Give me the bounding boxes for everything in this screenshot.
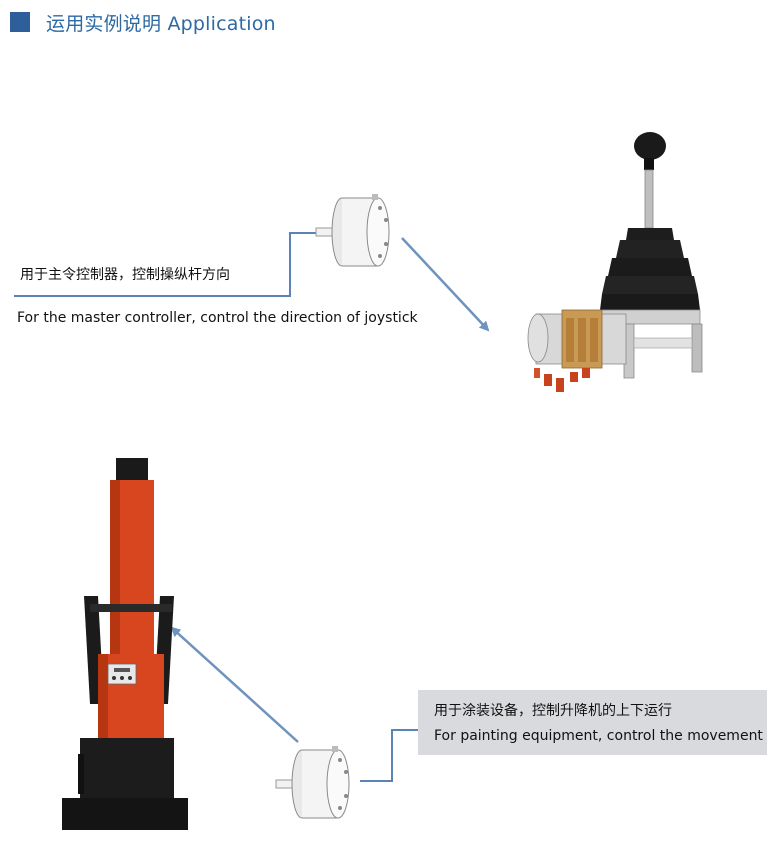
application-2-caption-box (418, 690, 767, 755)
section-title: 运用实例说明 Application (46, 12, 276, 35)
arrow-2 (170, 626, 299, 743)
joystick-controller-icon (527, 132, 703, 392)
header-square-icon (10, 12, 30, 32)
application-1-caption-cn: 用于主令控制器，控制操纵杆方向 (20, 267, 230, 283)
arrow-1 (401, 237, 490, 332)
application-2-caption-en: For painting equipment, control the move… (434, 728, 763, 744)
callout-line-1 (14, 232, 318, 297)
application-2-caption-cn: 用于涂装设备，控制升降机的上下运行 (434, 703, 672, 719)
callout-line-2 (360, 729, 418, 782)
application-1-caption-en: For the master controller, control the d… (17, 310, 418, 326)
painting-lift-machine-icon (62, 458, 188, 830)
section-header: 运用实例说明 Application (10, 8, 276, 36)
rotary-encoder-icon (275, 746, 350, 819)
rotary-encoder-icon (315, 194, 390, 267)
